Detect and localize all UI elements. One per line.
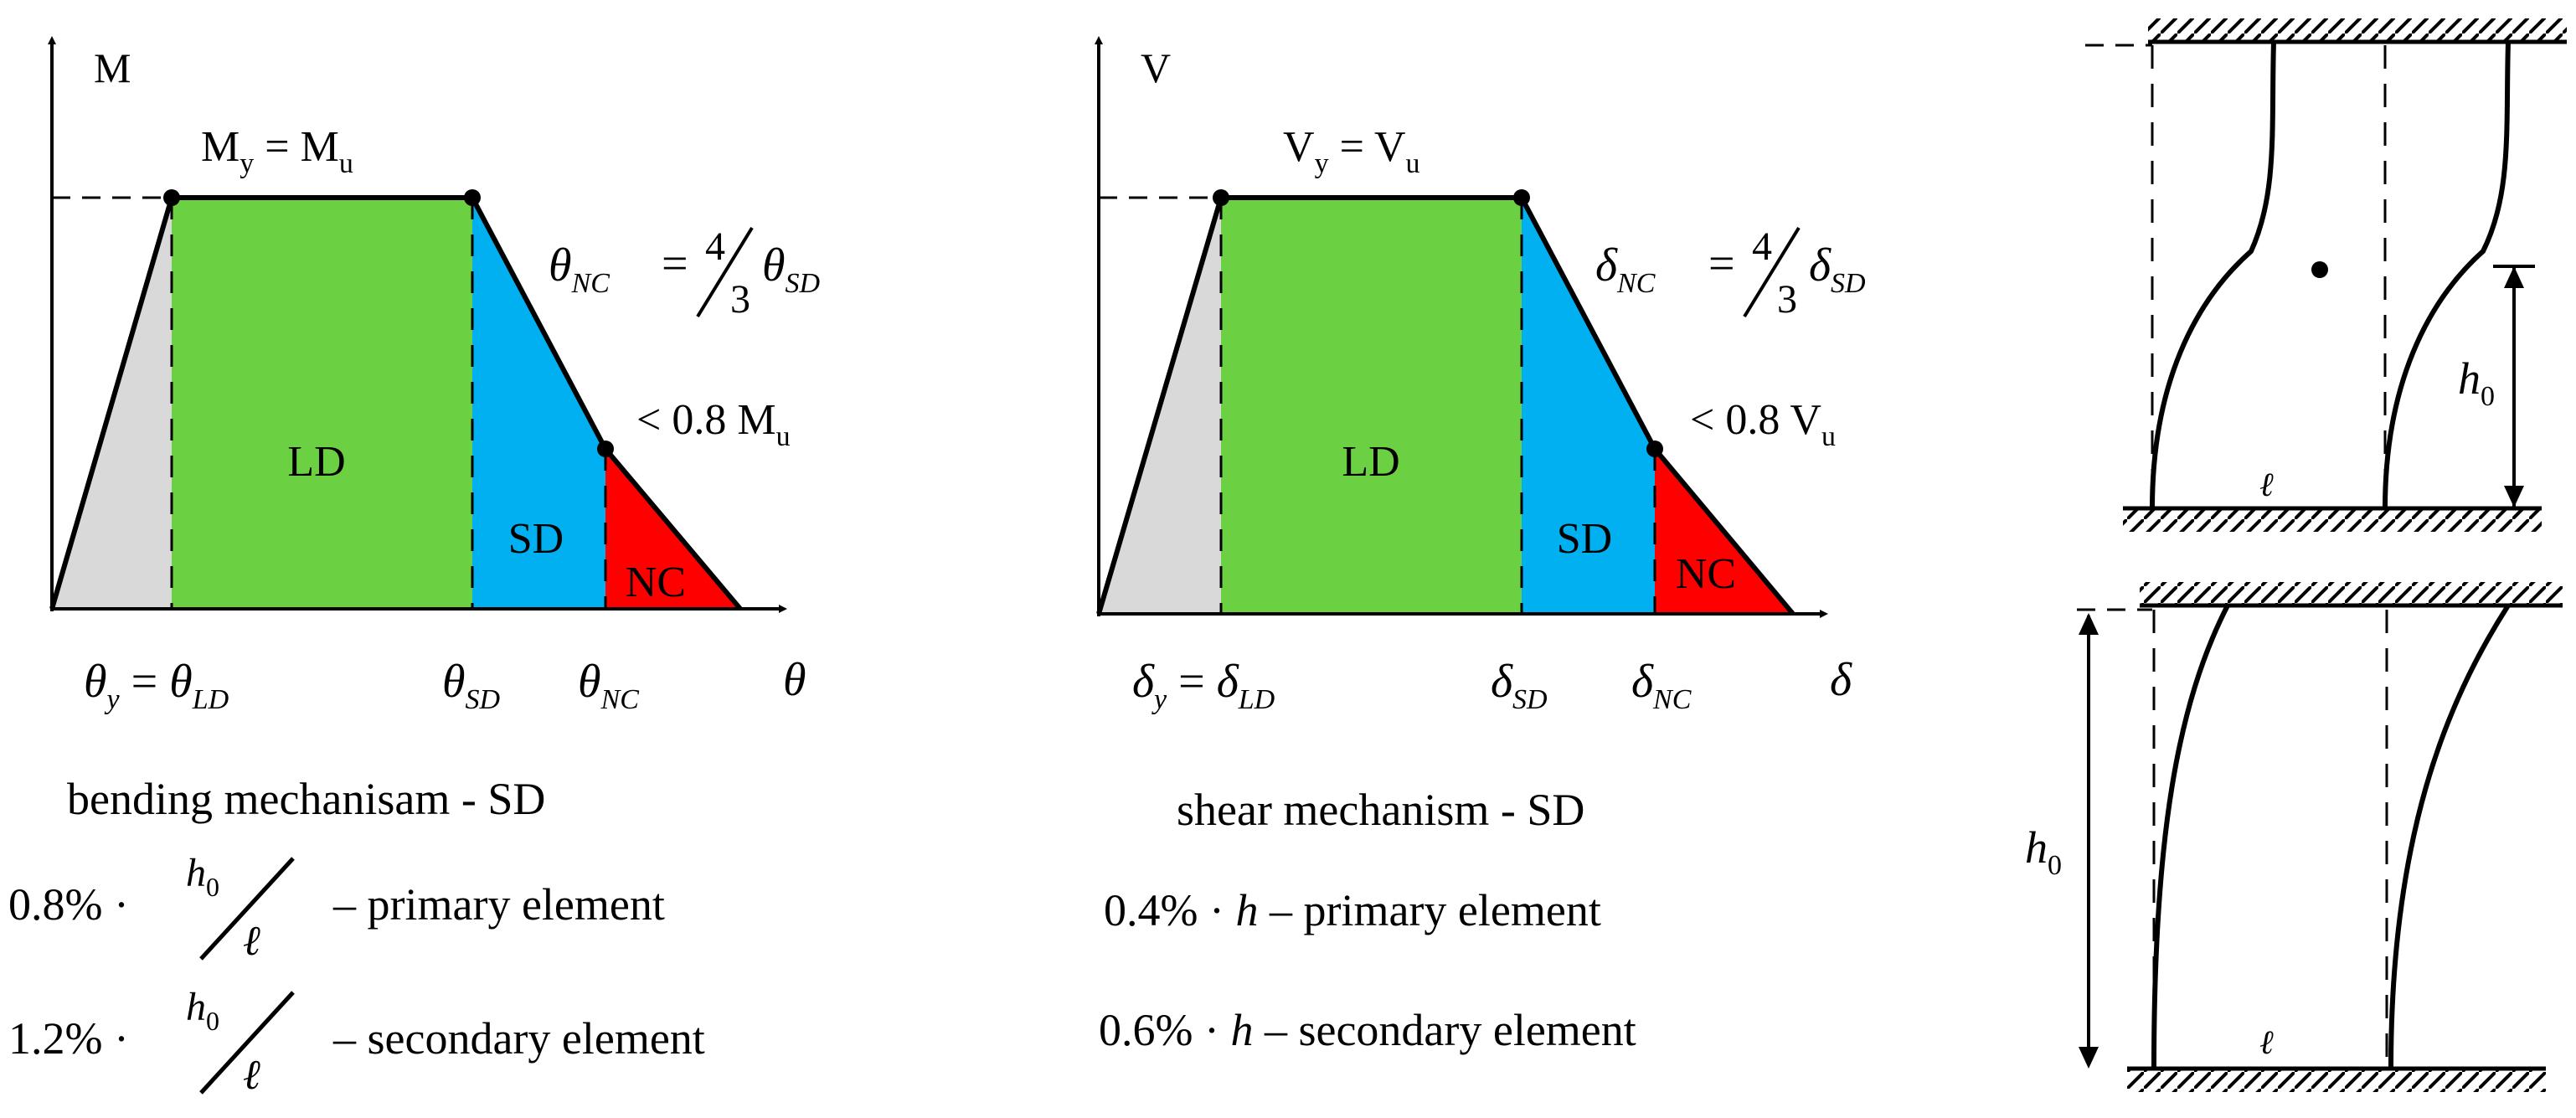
bending-diagram: M θ My = Mu θNC = 4 3 θSD < 0.8 Mu LD SD… <box>8 36 821 1098</box>
column-top-center-dot <box>2311 261 2328 278</box>
shear-relation-num: 4 <box>1752 224 1772 269</box>
column-bottom-hatch-bottom <box>2127 1069 2546 1092</box>
column-top-hatch-bottom <box>2123 508 2542 532</box>
bending-row2-frac-slash <box>199 991 295 1095</box>
shear-tick3-label: δNC <box>1631 656 1692 715</box>
column-top-deformed-right <box>2383 41 2511 509</box>
column-top-arrowhead-down <box>2504 486 2524 507</box>
bending-residual-label: < 0.8 Mu <box>636 396 791 452</box>
bending-row1-frac-num: h0 <box>186 851 219 902</box>
bending-region-nc-label: NC <box>626 559 686 606</box>
bending-relation-den: 3 <box>730 277 750 322</box>
column-bottom-deformed-right <box>2388 604 2511 1069</box>
column-top-deformed-left <box>2150 41 2276 509</box>
bending-point-sd <box>464 189 481 206</box>
shear-ld-region <box>1221 198 1522 614</box>
bending-tick2-label: θSD <box>442 656 501 715</box>
shear-relation-slash <box>1743 226 1801 318</box>
shear-point-sd <box>1513 189 1530 206</box>
bending-relation-num: 4 <box>705 224 725 269</box>
column-top: h0 ℓ <box>2085 18 2567 532</box>
bending-row2-pct: 1.2% · <box>8 1013 129 1064</box>
column-bottom-h-label: h0 <box>2025 822 2062 881</box>
column-bottom-hatch-top <box>2140 582 2563 605</box>
column-bottom-arrowhead-up <box>2079 613 2099 635</box>
bending-relation-eq: = <box>662 238 688 290</box>
column-bottom-l-label: ℓ <box>2259 1023 2274 1061</box>
bending-row2-frac-den: ℓ <box>243 1051 260 1098</box>
shear-region-ld-label: LD <box>1342 438 1399 486</box>
bending-row2-frac-num: h0 <box>186 985 219 1036</box>
column-top-arrowhead-up <box>2504 266 2524 288</box>
column-bottom-arrowhead-down <box>2079 1047 2099 1069</box>
bending-row1-desc: – primary element <box>332 879 665 930</box>
bending-region-sd-label: SD <box>508 515 564 563</box>
shear-region-sd-label: SD <box>1557 515 1612 563</box>
bending-point-yield <box>163 189 180 206</box>
shear-top-label: Vy = Vu <box>1283 123 1420 179</box>
column-top-l-label: ℓ <box>2259 466 2274 503</box>
shear-axis-y-label: V <box>1141 44 1171 91</box>
column-top-h-label: h0 <box>2458 353 2495 412</box>
shear-axis-x-label: δ <box>1830 654 1852 706</box>
shear-point-nc <box>1646 441 1663 457</box>
shear-relation-den: 3 <box>1777 277 1797 322</box>
shear-tick2-label: δSD <box>1491 656 1548 715</box>
bending-caption: bending mechanisam - SD <box>67 774 545 824</box>
shear-row2: 0.6% · h – secondary element <box>1099 1005 1636 1055</box>
shear-relation-lhs: δNC <box>1595 240 1656 299</box>
shear-relation-rhs: δSD <box>1809 240 1866 299</box>
shear-caption: shear mechanism - SD <box>1177 785 1584 835</box>
bending-axis-y-label: M <box>94 44 131 91</box>
shear-point-yield <box>1213 189 1229 206</box>
shear-sd-region <box>1522 198 1655 614</box>
bending-point-nc <box>597 441 614 457</box>
bending-row1-frac-den: ℓ <box>243 917 260 964</box>
bending-row1-pct: 0.8% · <box>8 879 129 930</box>
column-bottom-deformed-left <box>2151 604 2230 1069</box>
bending-ld-region <box>172 198 472 609</box>
shear-tick1-label: δy = δLD <box>1132 656 1275 715</box>
column-bottom: h0 ℓ <box>2025 582 2563 1092</box>
bending-sd-region <box>472 198 605 609</box>
shear-region-nc-label: NC <box>1676 550 1736 598</box>
bending-row2-desc: – secondary element <box>332 1013 705 1064</box>
shear-residual-label: < 0.8 Vu <box>1690 396 1836 452</box>
column-top-hatch-top <box>2148 18 2567 42</box>
shear-relation-eq: = <box>1708 238 1735 290</box>
bending-region-ld-label: LD <box>287 438 345 486</box>
shear-diagram: V δ Vy = Vu δNC = 4 3 δSD < 0.8 Vu LD SD… <box>1095 36 1866 1055</box>
bending-row1-frac-slash <box>199 857 295 961</box>
bending-relation-slash <box>696 226 754 318</box>
bending-tick1-label: θy = θLD <box>84 656 229 715</box>
bending-axis-x-label: θ <box>783 654 806 706</box>
bending-top-label: My = Mu <box>201 123 353 179</box>
bending-relation-lhs: θNC <box>549 240 610 299</box>
bending-relation-rhs: θSD <box>762 240 821 299</box>
shear-row1: 0.4% · h – primary element <box>1104 885 1601 935</box>
bending-tick3-label: θNC <box>578 656 639 715</box>
